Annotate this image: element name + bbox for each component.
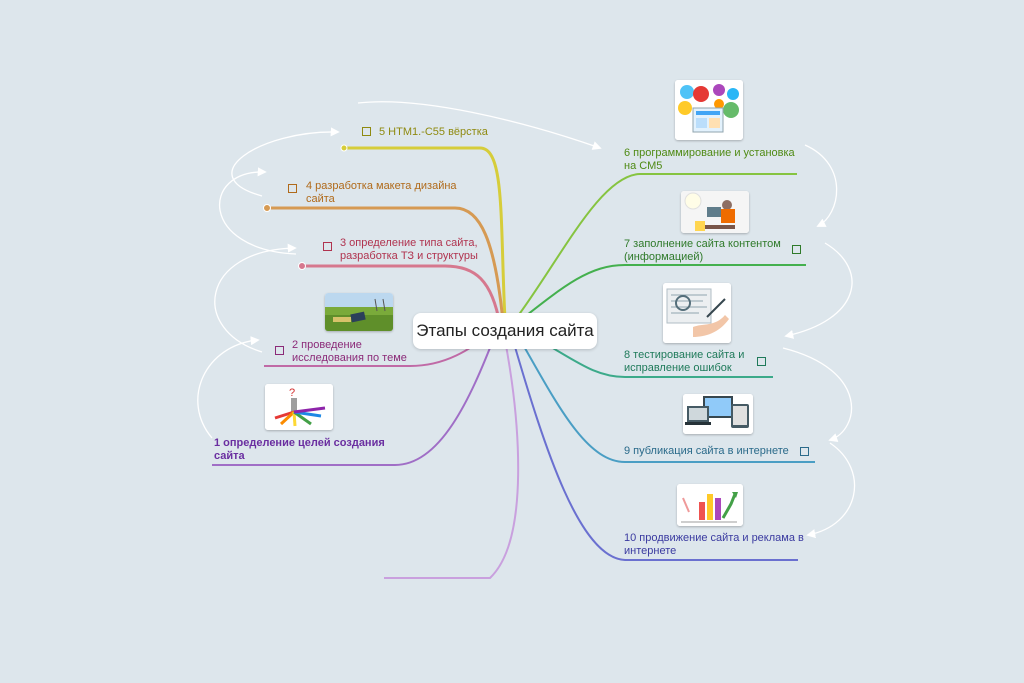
node-8-label[interactable]: 8 тестирование сайта и исправление ошибо… bbox=[624, 349, 745, 374]
seq-arrow-1-2 bbox=[197, 336, 260, 439]
node-3-checkbox[interactable] bbox=[323, 242, 332, 251]
node-7-checkbox[interactable] bbox=[792, 245, 801, 254]
goals-image: ? bbox=[265, 384, 333, 430]
node-5-checkbox[interactable] bbox=[362, 127, 371, 136]
node-2-label[interactable]: 2 проведение исследования по теме bbox=[292, 339, 407, 364]
seq-arrow-3-4 bbox=[218, 167, 297, 255]
knot-5 bbox=[340, 144, 348, 152]
node-8-checkbox[interactable] bbox=[757, 357, 766, 366]
seq-arrow-9-10 bbox=[806, 442, 856, 539]
node-9-label[interactable]: 9 публикация сайта в интернете bbox=[624, 445, 789, 457]
branch-7 bbox=[517, 264, 806, 323]
node-4-checkbox[interactable] bbox=[288, 184, 297, 193]
seq-arrow-2-3 bbox=[214, 243, 297, 353]
knot-3 bbox=[298, 262, 306, 270]
promotion-image bbox=[677, 484, 743, 526]
node-1-label[interactable]: 1 определение целей создания сайта bbox=[214, 437, 385, 462]
node-3-label[interactable]: 3 определение типа сайта, разработка ТЗ … bbox=[340, 237, 478, 262]
branch-5 bbox=[345, 146, 507, 321]
node-5-label[interactable]: 5 HTM1.-C55 вёрстка bbox=[379, 126, 488, 138]
seq-arrow-7-8 bbox=[784, 242, 853, 339]
branch-4 bbox=[268, 206, 505, 323]
node-7-label[interactable]: 7 заполнение сайта контентом (информацие… bbox=[624, 238, 781, 263]
node-10-label[interactable]: 10 продвижение сайта и реклама в интерне… bbox=[624, 532, 804, 557]
branch-10 bbox=[512, 339, 798, 561]
svg-text:?: ? bbox=[289, 387, 295, 399]
branch-1 bbox=[212, 334, 496, 466]
seq-arrow-5-6 bbox=[357, 101, 602, 150]
node-9-checkbox[interactable] bbox=[800, 447, 809, 456]
testing-image bbox=[663, 283, 731, 343]
seq-arrow-6-7 bbox=[804, 144, 838, 227]
branch-blank bbox=[384, 339, 520, 579]
seq-arrow-4-5 bbox=[231, 127, 340, 197]
central-topic[interactable]: Этапы создания сайта bbox=[413, 313, 597, 349]
branch-9 bbox=[517, 335, 815, 463]
node-4-label[interactable]: 4 разработка макета дизайна сайта bbox=[306, 180, 457, 205]
branch-6 bbox=[514, 173, 797, 321]
central-topic-label: Этапы создания сайта bbox=[416, 321, 594, 340]
node-6-label[interactable]: 6 программирование и установка на СМ5 bbox=[624, 147, 795, 172]
seq-arrow-8-9 bbox=[782, 347, 853, 443]
research-image bbox=[325, 293, 393, 331]
content-image bbox=[681, 191, 749, 233]
branch-3 bbox=[302, 264, 502, 326]
publishing-image bbox=[683, 394, 753, 434]
programming-image bbox=[675, 80, 743, 140]
knot-4 bbox=[263, 204, 271, 212]
node-2-checkbox[interactable] bbox=[275, 346, 284, 355]
